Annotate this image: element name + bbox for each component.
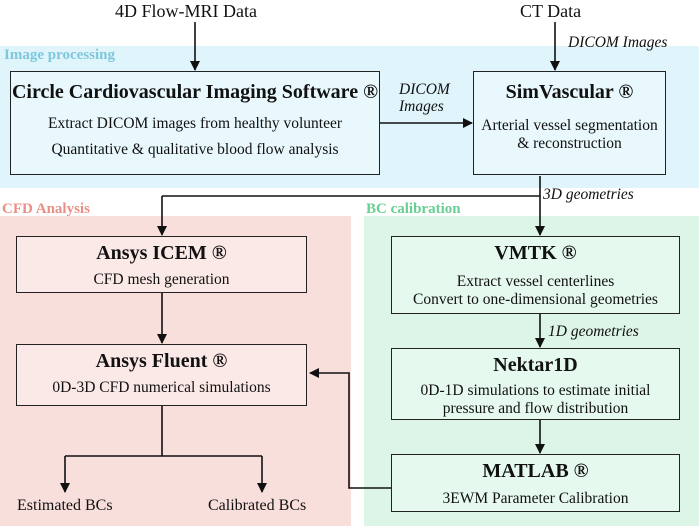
arrow-matlab-to-fluent [309, 368, 392, 489]
calibrated-bcs-label: Calibrated BCs [208, 497, 307, 514]
circle-software-title: Circle Cardiovascular Imaging Software ® [11, 81, 379, 103]
ansys-fluent-title: Ansys Fluent ® [95, 350, 228, 372]
1d-geometries-label: 1D geometries [548, 323, 639, 340]
ansys-fluent-box: Ansys Fluent ® 0D-3D CFD numerical simul… [16, 344, 307, 406]
simvascular-line2: & reconstruction [517, 135, 622, 152]
ansys-fluent-line1: 0D-3D CFD numerical simulations [52, 379, 271, 396]
3d-geometries-label: 3D geometries [543, 186, 634, 203]
nektar1d-line2: pressure and flow distribution [442, 400, 629, 417]
ansys-icem-line1: CFD mesh generation [93, 271, 230, 288]
image-processing-label: Image processing [4, 47, 115, 63]
dicom-mid-label: DICOM [399, 81, 450, 98]
matlab-box: MATLAB ® 3EWM Parameter Calibration [391, 454, 680, 512]
nektar1d-line1: 0D-1D simulations to estimate initial [420, 382, 651, 399]
vmtk-title: VMTK ® [494, 242, 577, 264]
vmtk-box: VMTK ® Extract vessel centerlines Conver… [391, 236, 680, 314]
vmtk-line2: Convert to one-dimensional geometries [413, 291, 658, 308]
cfd-analysis-label: CFD Analysis [2, 201, 90, 217]
vmtk-line1: Extract vessel centerlines [456, 273, 615, 290]
nektar1d-box: Nektar1D 0D-1D simulations to estimate i… [391, 348, 680, 420]
simvascular-line1: Arterial vessel segmentation [481, 117, 658, 134]
flow-mri-input-label: 4D Flow-MRI Data [115, 1, 257, 21]
ansys-icem-box: Ansys ICEM ® CFD mesh generation [16, 236, 307, 293]
nektar1d-title: Nektar1D [493, 354, 578, 376]
circle-software-line1: Extract DICOM images from healthy volunt… [48, 115, 342, 132]
matlab-title: MATLAB ® [482, 460, 589, 482]
circle-software-box: Circle Cardiovascular Imaging Software ®… [10, 71, 380, 175]
simvascular-title: SimVascular ® [505, 81, 634, 103]
simvascular-box: SimVascular ® Arterial vessel segmentati… [473, 71, 666, 175]
circle-software-line2: Quantitative & qualitative blood flow an… [51, 141, 339, 158]
estimated-bcs-label: Estimated BCs [17, 497, 113, 514]
bc-calibration-label: BC calibration [366, 201, 461, 217]
ct-input-label: CT Data [520, 1, 582, 21]
matlab-line1: 3EWM Parameter Calibration [442, 490, 629, 507]
dicom-images-top-label: DICOM Images [568, 34, 668, 51]
images-mid-label: Images [399, 98, 444, 115]
ansys-icem-title: Ansys ICEM ® [96, 242, 227, 264]
